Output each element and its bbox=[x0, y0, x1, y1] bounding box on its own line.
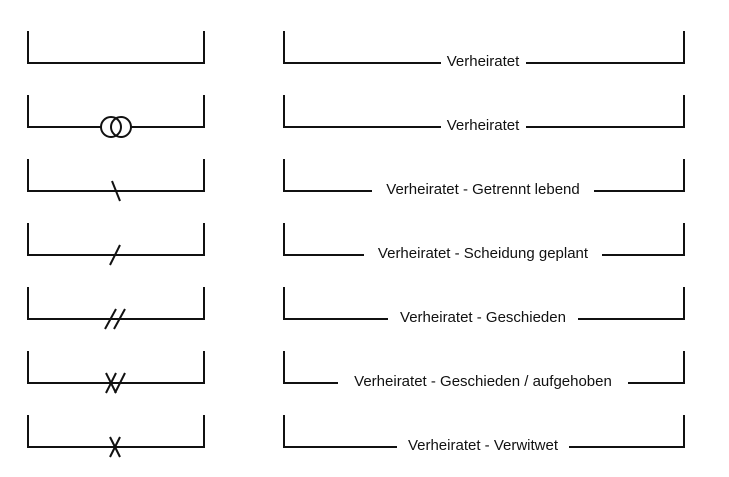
row-label: Verheiratet - Geschieden / aufgehoben bbox=[354, 373, 612, 390]
symbol-bracket bbox=[27, 223, 205, 256]
legend-row: Verheiratet bbox=[27, 95, 685, 138]
label-bracket bbox=[283, 287, 685, 320]
symbol-bracket bbox=[27, 95, 205, 128]
label-bracket bbox=[283, 351, 685, 384]
backslash-mark bbox=[111, 180, 121, 202]
symbol-bracket bbox=[27, 287, 205, 320]
symbol-bracket bbox=[27, 415, 205, 448]
row-label: Verheiratet - Getrennt lebend bbox=[386, 181, 579, 198]
double-slash-cross-mark bbox=[105, 372, 126, 394]
symbol-bracket bbox=[27, 31, 205, 64]
cross-mark bbox=[109, 436, 121, 458]
symbol-bracket bbox=[27, 159, 205, 192]
label-bracket bbox=[283, 95, 685, 128]
row-label: Verheiratet bbox=[447, 117, 520, 134]
legend-row: Verheiratet - Getrennt lebend bbox=[27, 159, 685, 202]
legend-row: Verheiratet - Geschieden / aufgehoben bbox=[27, 351, 685, 394]
row-label: Verheiratet - Geschieden bbox=[400, 309, 566, 326]
legend-row: Verheiratet - Verwitwet bbox=[27, 415, 685, 458]
label-bracket bbox=[283, 415, 685, 448]
label-bracket bbox=[283, 159, 685, 192]
row-label: Verheiratet bbox=[447, 53, 520, 70]
label-bracket bbox=[283, 223, 685, 256]
label-bracket bbox=[283, 31, 685, 64]
row-label: Verheiratet - Verwitwet bbox=[408, 437, 559, 454]
symbol-bracket bbox=[27, 351, 205, 384]
legend-row: Verheiratet bbox=[27, 31, 685, 70]
double-slash-mark bbox=[104, 308, 126, 330]
legend-row: Verheiratet - Scheidung geplant bbox=[27, 223, 685, 266]
legend-row: Verheiratet - Geschieden bbox=[27, 287, 685, 330]
row-label: Verheiratet - Scheidung geplant bbox=[378, 245, 589, 262]
rings-icon bbox=[100, 116, 132, 138]
slash-mark bbox=[109, 244, 121, 266]
